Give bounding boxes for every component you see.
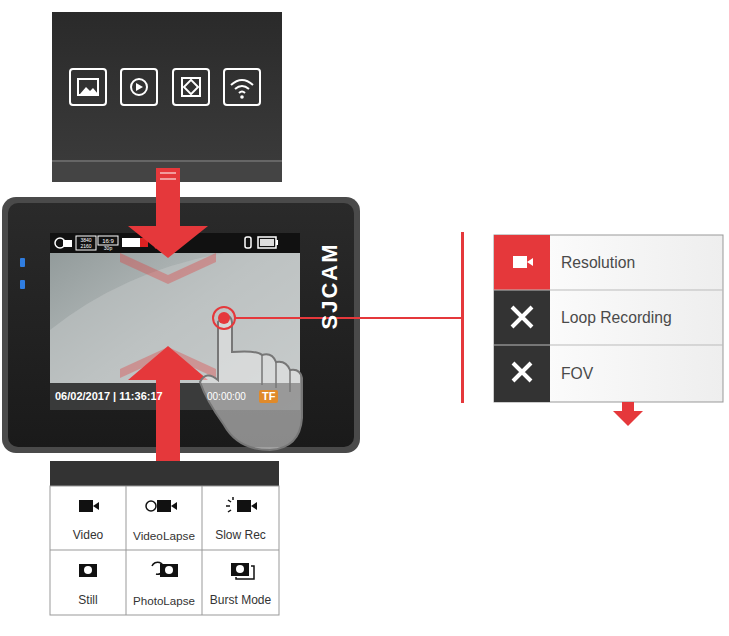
swipe-up-arrow [128, 346, 208, 464]
mode-label: Slow Rec [215, 528, 266, 542]
menu-item: Loop Recording [550, 290, 723, 345]
hand-pointer [200, 307, 302, 450]
card-indicator: TF [259, 390, 278, 403]
resolution-text: 2160 [80, 244, 91, 249]
mode-label: Still [78, 593, 97, 607]
camera-body [2, 197, 360, 453]
date-time: 06/02/2017 | 11:36:17 [55, 391, 163, 402]
mode-button: Burst Mode [202, 550, 279, 615]
record-timer: 00:00:00 [207, 392, 246, 402]
mode-button: Video [50, 486, 126, 550]
settings-menu [494, 235, 723, 426]
mode-label: VideoLapse [133, 529, 195, 542]
mode-button: Still [50, 550, 126, 615]
swipe-down-arrow [128, 168, 208, 258]
mode-grid [50, 461, 279, 615]
framerate-text: 30p [104, 246, 112, 251]
menu-item: FOV [550, 345, 723, 402]
top-menu-panel [52, 12, 282, 182]
mode-button: PhotoLapse [126, 550, 202, 615]
ratio-text: 16:9 [102, 238, 114, 244]
mode-label: PhotoLapse [133, 594, 195, 607]
leader-line [235, 232, 464, 403]
menu-item: Resolution [550, 235, 723, 290]
menu-label: Resolution [561, 254, 723, 272]
brand-logo: SJCAM [319, 242, 341, 329]
menu-label: Loop Recording [561, 309, 723, 327]
mode-label: Video [73, 528, 103, 542]
menu-label: FOV [561, 365, 723, 383]
resolution-text: 3840 [80, 238, 91, 243]
mode-label: Burst Mode [210, 593, 271, 607]
mode-button: Slow Rec [202, 486, 279, 550]
mode-button: VideoLapse [126, 486, 202, 550]
